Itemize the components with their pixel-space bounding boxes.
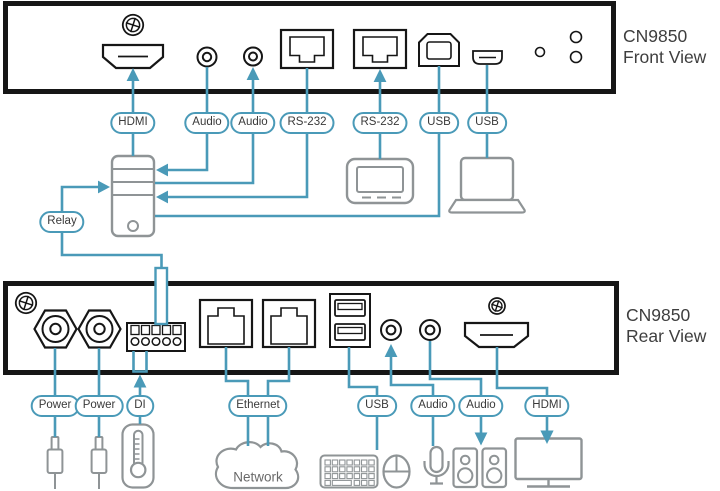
front-label-usb-2: USB bbox=[467, 112, 507, 134]
hdmi-port-icon bbox=[463, 321, 530, 349]
mini-usb-port-icon bbox=[472, 50, 503, 65]
terminal-block-icon bbox=[126, 322, 186, 352]
rear-label-ethernet: Ethernet bbox=[228, 395, 288, 417]
up-arrow-icon bbox=[373, 69, 387, 82]
ground-screw-icon bbox=[488, 297, 506, 315]
rear-label-power-1: Power bbox=[30, 395, 80, 417]
rear-label-audio-1: Audio bbox=[410, 395, 456, 417]
microphone-icon bbox=[423, 445, 450, 485]
audio-jack-icon bbox=[196, 46, 218, 68]
rear-view-label: Rear View bbox=[626, 326, 707, 346]
wiring bbox=[53, 65, 554, 450]
rj45-port-icon bbox=[198, 298, 254, 349]
rear-model: CN9850 bbox=[626, 305, 691, 325]
usb-b-port-icon bbox=[418, 33, 460, 67]
up-arrow-icon bbox=[384, 344, 398, 357]
led-indicator-icon bbox=[534, 30, 583, 64]
up-arrow-icon bbox=[126, 68, 140, 81]
rear-label-hdmi: HDMI bbox=[524, 395, 570, 417]
audio-jack-icon bbox=[243, 46, 263, 67]
front-panel bbox=[3, 1, 616, 94]
usb-a-ports-icon bbox=[329, 293, 371, 348]
power-plug-icon bbox=[46, 436, 64, 489]
front-label-audio-1: Audio bbox=[184, 112, 230, 134]
rj45-port-icon bbox=[279, 28, 335, 70]
speakers-icon bbox=[452, 447, 508, 489]
power-jack-icon bbox=[77, 309, 122, 349]
rear-label-audio-2: Audio bbox=[458, 395, 504, 417]
relay-label: Relay bbox=[39, 211, 85, 233]
front-view-label: Front View bbox=[623, 47, 707, 67]
laptop-icon bbox=[448, 156, 526, 214]
front-label-audio-2: Audio bbox=[230, 112, 276, 134]
relay-plug bbox=[154, 266, 169, 326]
rear-label-power-2: Power bbox=[74, 395, 124, 417]
rear-panel bbox=[3, 281, 619, 375]
rj45-port-icon bbox=[352, 28, 408, 70]
serial-console-icon bbox=[345, 157, 415, 205]
up-arrow-icon bbox=[246, 67, 260, 80]
front-label-rs232-1: RS-232 bbox=[279, 112, 335, 134]
pc-tower-icon bbox=[110, 154, 156, 238]
ground-screw-icon bbox=[14, 291, 38, 315]
audio-jack-icon bbox=[380, 319, 402, 341]
down-arrow-icon bbox=[540, 430, 554, 444]
front-model: CN9850 bbox=[623, 26, 688, 46]
front-label-rs232-2: RS-232 bbox=[352, 112, 408, 134]
power-plug-icon bbox=[90, 436, 108, 489]
monitor-icon bbox=[514, 437, 583, 488]
ground-screw-icon bbox=[121, 13, 145, 37]
keyboard-icon bbox=[319, 454, 379, 489]
left-arrow-icon bbox=[156, 163, 168, 177]
power-jack-icon bbox=[33, 309, 78, 349]
rear-label-usb: USB bbox=[357, 395, 397, 417]
front-label-usb-1: USB bbox=[419, 112, 459, 134]
front-label-hdmi: HDMI bbox=[110, 112, 156, 134]
temperature-sensor-icon bbox=[121, 423, 155, 489]
left-arrow-icon bbox=[156, 190, 168, 204]
network-label: Network bbox=[231, 469, 285, 485]
mouse-icon bbox=[382, 454, 411, 489]
front-view-title: CN9850 Front View bbox=[623, 26, 706, 68]
rear-label-di: DI bbox=[126, 395, 154, 417]
audio-jack-icon bbox=[419, 319, 441, 341]
down-arrow-icon bbox=[474, 432, 488, 446]
rear-view-title: CN9850 Rear View bbox=[626, 305, 706, 347]
hdmi-port-icon bbox=[101, 43, 165, 70]
right-arrow-icon bbox=[98, 180, 110, 194]
rj45-port-icon bbox=[261, 298, 317, 349]
up-arrow-icon bbox=[133, 374, 147, 388]
